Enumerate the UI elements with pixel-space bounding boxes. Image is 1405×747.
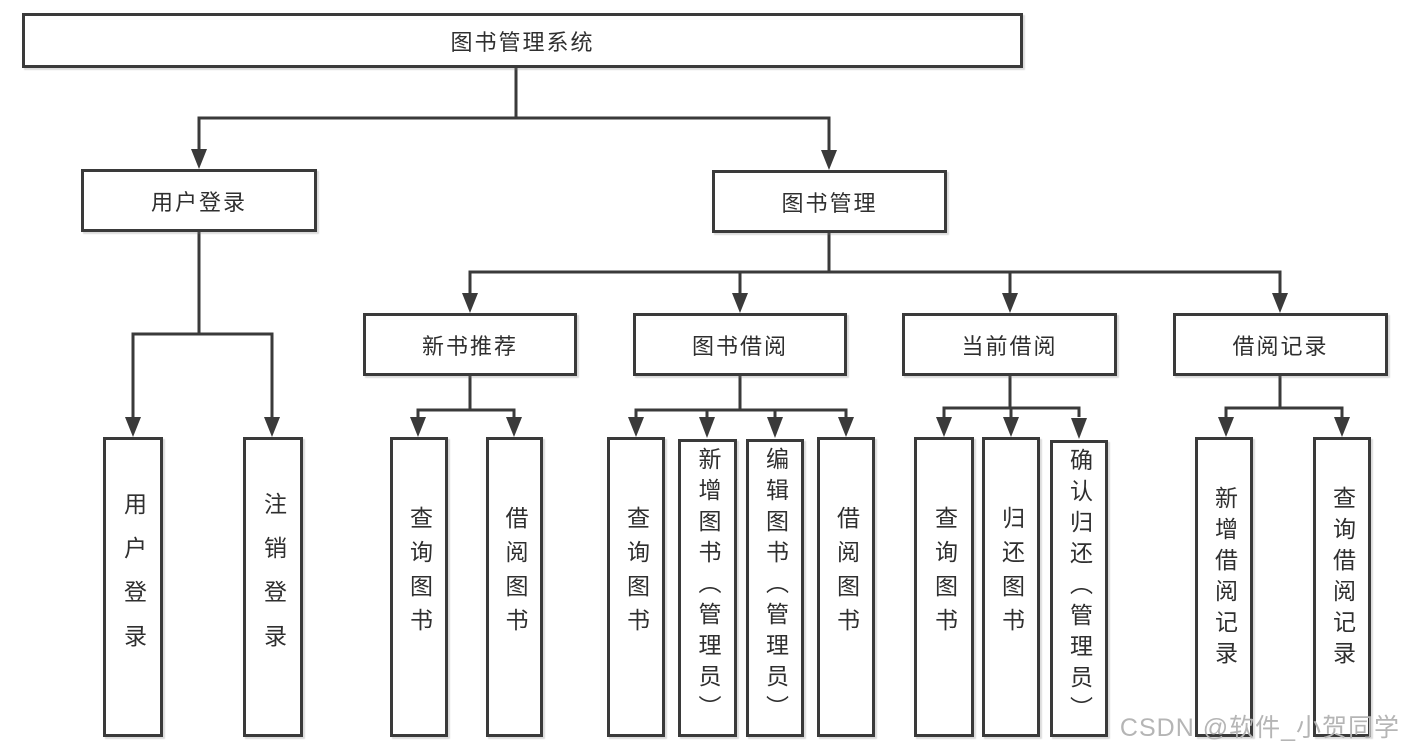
node-user-login: 用户登录 [81, 169, 317, 232]
leaf-logout: 注销登录 [243, 437, 303, 737]
leaf-borrow-books: 借阅图书 [817, 437, 875, 737]
node-root-system: 图书管理系统 [22, 13, 1023, 68]
csdn-watermark: CSDN @软件_小贺同学 [1119, 714, 1400, 742]
node-new-book-recommend: 新书推荐 [363, 313, 577, 376]
leaf-add-borrow-record: 新增借阅记录 [1195, 437, 1253, 737]
leaf-query-borrow-record: 查询借阅记录 [1313, 437, 1371, 737]
leaf-query-books-recommend: 查询图书 [390, 437, 448, 737]
leaf-user-login: 用户登录 [103, 437, 163, 737]
leaf-confirm-return-admin: 确认归还（管理员） [1050, 440, 1108, 737]
leaf-borrow-books-recommend: 借阅图书 [486, 437, 543, 737]
leaf-query-books-borrowing: 查询图书 [607, 437, 665, 737]
leaf-add-books-admin: 新增图书（管理员） [678, 439, 737, 737]
node-book-borrowing: 图书借阅 [633, 313, 847, 376]
node-book-management: 图书管理 [712, 170, 947, 233]
node-current-borrowing: 当前借阅 [902, 313, 1117, 376]
node-borrowing-records: 借阅记录 [1173, 313, 1388, 376]
leaf-edit-books-admin: 编辑图书（管理员） [746, 439, 804, 737]
leaf-return-books: 归还图书 [982, 437, 1040, 737]
leaf-query-books-current: 查询图书 [914, 437, 974, 737]
